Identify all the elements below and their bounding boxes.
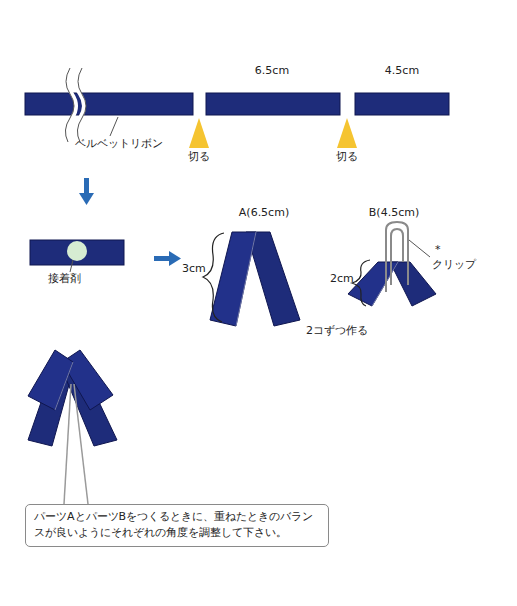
part-name: ベルベットリボン	[75, 137, 163, 150]
break-mark-outline	[65, 68, 86, 142]
right-arrow	[154, 251, 181, 266]
note-text: パーツAとパーツBをつくるときに、重ねたときのバランスが良いようにそれぞれの角度…	[34, 509, 320, 541]
dimension-brace	[352, 260, 370, 306]
break-mark	[67, 70, 84, 140]
cut-mark	[337, 118, 357, 148]
down-arrow	[79, 178, 94, 205]
paper-clip	[386, 222, 408, 292]
part-a	[210, 232, 300, 326]
leader-line	[110, 117, 118, 136]
ribbon-piece-b	[355, 93, 449, 115]
glue-dot	[67, 241, 87, 261]
glue-label: 接着剤	[48, 272, 81, 285]
part-title: B(4.5cm)	[369, 206, 419, 219]
instruction-note: 2コずつ作る	[306, 324, 368, 337]
dimension-label: 4.5cm	[385, 64, 419, 77]
dimension-brace	[203, 233, 224, 322]
note-mark: *	[435, 243, 441, 256]
cut-label: 切る	[336, 150, 358, 163]
dimension-label: 2cm	[330, 272, 354, 285]
note-box: パーツAとパーツBをつくるときに、重ねたときのバランスが良いようにそれぞれの角度…	[25, 504, 329, 547]
cut-label: 切る	[188, 150, 210, 163]
part-title: A(6.5cm)	[239, 206, 289, 219]
callout-leader	[64, 384, 88, 504]
assembled-tassel	[28, 350, 117, 446]
ribbon-strip	[30, 240, 124, 265]
part-name: クリップ	[432, 258, 476, 271]
cut-mark	[189, 118, 209, 148]
ribbon-piece-a	[206, 93, 340, 115]
dimension-label: 6.5cm	[255, 64, 289, 77]
dimension-label: 3cm	[182, 262, 206, 275]
leader-line	[70, 260, 73, 272]
leader-line	[409, 240, 430, 257]
velvet-ribbon	[25, 93, 193, 115]
